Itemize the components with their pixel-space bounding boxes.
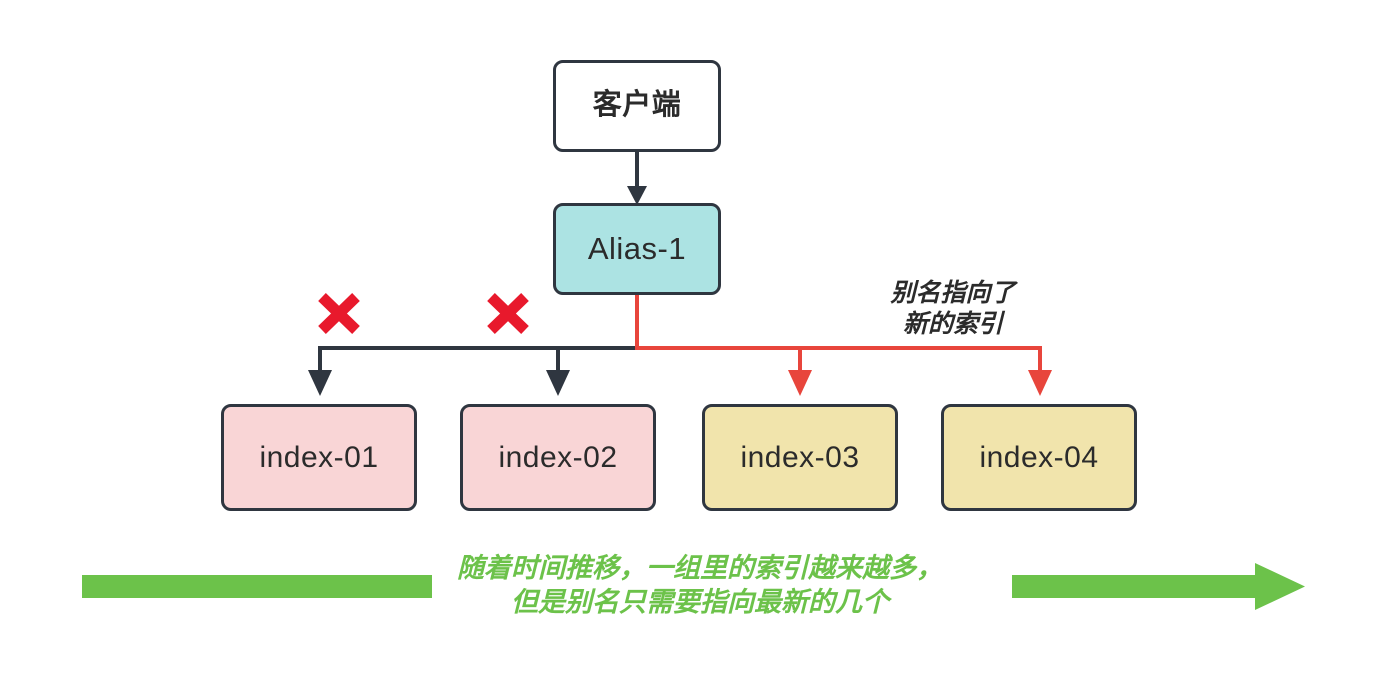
cross-mark-index-02	[487, 293, 529, 334]
node-index-03[interactable]: index-03	[702, 404, 898, 511]
node-index-02-label: index-02	[498, 441, 618, 474]
node-client-label: 客户端	[592, 89, 682, 122]
node-index-03-label: index-03	[740, 441, 860, 474]
edge-alias-to-old-indices	[308, 346, 637, 396]
edge-alias-to-new-indices	[635, 295, 1052, 396]
edge-client-to-alias	[627, 152, 647, 205]
node-client[interactable]: 客户端	[553, 60, 721, 152]
node-alias-label: Alias-1	[587, 230, 687, 266]
node-alias[interactable]: Alias-1	[553, 203, 721, 295]
annotation-timeline-note-line-1: 随着时间推移，一组里的索引越来越多，	[457, 553, 943, 583]
annotation-alias-note: 别名指向了 新的索引	[848, 278, 1058, 341]
node-index-02[interactable]: index-02	[460, 404, 656, 511]
node-index-04[interactable]: index-04	[941, 404, 1137, 511]
node-index-01[interactable]: index-01	[221, 404, 417, 511]
annotation-alias-note-line-2: 新的索引	[902, 310, 1003, 339]
node-index-01-label: index-01	[259, 441, 379, 474]
annotation-timeline-note: 随着时间推移，一组里的索引越来越多， 但是别名只需要指向最新的几个	[390, 552, 1010, 620]
annotation-timeline-note-line-2: 但是别名只需要指向最新的几个	[511, 586, 889, 617]
annotation-alias-note-line-1: 别名指向了	[890, 279, 1016, 307]
cross-mark-index-01	[318, 293, 360, 334]
timeline-arrow	[82, 563, 1305, 610]
node-index-04-label: index-04	[979, 441, 1099, 474]
